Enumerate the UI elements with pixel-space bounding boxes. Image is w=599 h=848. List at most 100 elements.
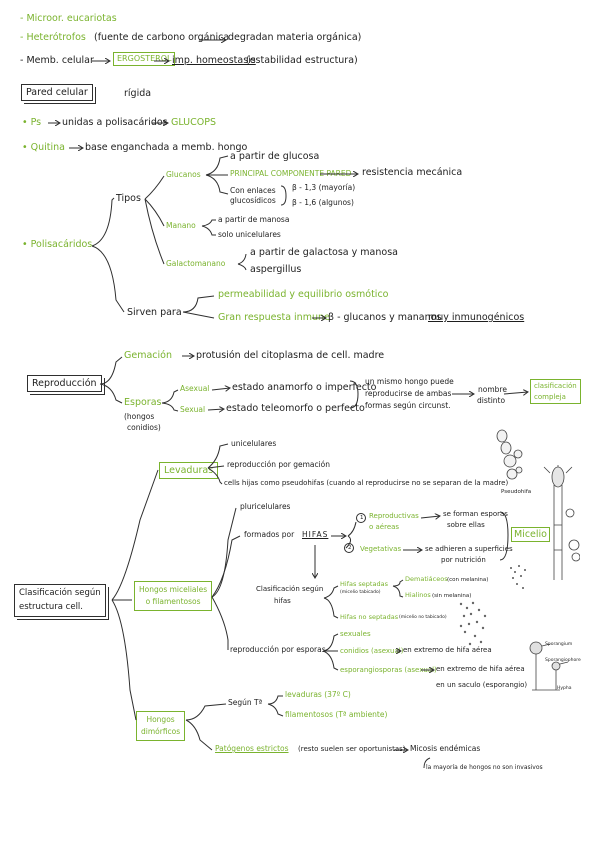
sexuales: sexuales xyxy=(340,630,371,638)
sexual-label: Sexual xyxy=(180,405,206,414)
dimorf-2: dimórficos xyxy=(141,727,181,736)
sirven-respuesta: Gran respuesta inmune xyxy=(218,312,330,323)
patogenos-txt: (resto suelen ser oportunistas) xyxy=(298,745,406,753)
galactomanano-2: aspergillus xyxy=(250,264,302,275)
patogenos-estrictos: Patógenos estrictos xyxy=(215,744,289,753)
asexual-label: Asexual xyxy=(180,384,210,393)
sirven-inmunogenicos: muy inmunogénicos xyxy=(428,312,525,323)
ergosterol-box: ERGOSTEROL xyxy=(113,52,176,66)
micosis-endemicas: Micosis endémicas xyxy=(410,744,481,753)
esporas-note-1: (hongos xyxy=(124,412,155,421)
esporas-label: Esporas xyxy=(124,397,162,408)
reproduccion-esporas: reproducción por esporas xyxy=(230,645,326,654)
pluricelulares: pluricelulares xyxy=(240,502,291,511)
ill-hypha: Hypha xyxy=(557,686,572,691)
intro-heterotrofos-detail: (fuente de carbono orgánica xyxy=(94,32,230,43)
ill-sporangium: Sporangium xyxy=(545,642,573,647)
manano-label: Manano xyxy=(166,221,196,230)
pseudohifa-illustration xyxy=(496,429,523,480)
quitina-text: base enganchada a memb. hongo xyxy=(85,142,248,153)
esporangio-txt-2: en un saculo (esporangio) xyxy=(436,681,528,689)
vegetativas-txt-2: por nutrición xyxy=(441,556,486,564)
sirven-para: Sirven para xyxy=(127,307,182,318)
conidios: conidios (asexual) xyxy=(340,647,404,655)
esporangio-txt-1: en extremo de hifa aérea xyxy=(436,665,525,673)
hialinos: Hialinos xyxy=(405,591,431,599)
glucanos-enlaces: Con enlaces xyxy=(230,186,276,195)
clasificacion-hifas-1: Clasificación según xyxy=(256,585,324,593)
reproductivas: Reproductivas xyxy=(369,512,419,520)
beta-16: β - 1,6 (algunos) xyxy=(292,198,354,207)
esporangiosporas: esporangiosporas (asexual) xyxy=(340,666,437,674)
vegetativas-txt-1: se adhieren a superficies xyxy=(425,545,513,553)
circle-num-2: 2 xyxy=(348,545,352,551)
hifas-no-septadas-sub: (micelio no tabicado) xyxy=(399,615,447,620)
mismo-3: formas según circunst. xyxy=(365,401,451,410)
intro-line-1: - Microor. eucariotas xyxy=(20,13,117,24)
hongos-mic-2: o filamentosos xyxy=(145,597,201,606)
galactomanano-1: a partir de galactosa y manosa xyxy=(250,247,398,258)
hongos-mic-1: Hongos miceliales xyxy=(139,585,208,594)
spore-cluster-large xyxy=(459,601,487,646)
dematiaceos: Dematiáceos xyxy=(405,575,448,583)
gemacion-label: Gemación xyxy=(124,350,172,361)
glucanos-resistencia: resistencia mecánica xyxy=(362,167,463,178)
intro-degradan: degradan materia orgánica) xyxy=(228,32,362,43)
clasif-2: compleja xyxy=(534,392,566,401)
esporas-note-2: conidios) xyxy=(127,423,161,432)
segun-temp: Según Tª xyxy=(228,698,263,707)
levaduras-37: levaduras (37º C) xyxy=(285,690,351,699)
intro-heterotrofos: - Heterótrofos xyxy=(20,32,86,43)
ill-sporangiophore: Sporangiophore xyxy=(545,658,581,663)
glucanos-1: a partir de glucosa xyxy=(230,151,320,162)
esporangio-illustration xyxy=(529,641,569,691)
clasif-1: clasificación xyxy=(534,382,577,390)
hifas-label: HIFAS xyxy=(302,530,329,539)
mismo-1: un mismo hongo puede xyxy=(365,377,454,386)
hifas-septadas: Hifas septadas xyxy=(340,580,388,588)
nombre-2: distinto xyxy=(477,396,506,405)
clasificacion-hifas-2: hifas xyxy=(274,597,291,605)
sirven-glucanos: β - glucanos y mananos xyxy=(328,312,442,323)
dematiaceos-sub: (con melanina) xyxy=(447,577,489,583)
circle-num-1: 1 xyxy=(360,515,364,521)
hifas-septadas-sub: (micelio tabicado) xyxy=(340,590,381,595)
pseudohifa-caption: Pseudohifa xyxy=(501,489,532,495)
lev-pseudohifas: cells hijas como pseudohifas (cuando al … xyxy=(224,479,509,487)
spore-cluster-small xyxy=(510,565,526,589)
reproductivas-txt-1: se forman esporas xyxy=(443,510,508,518)
clasif-title-2: estructura cell. xyxy=(19,601,83,612)
manano-1: a partir de manosa xyxy=(218,215,290,224)
asexual-text: estado anamorfo o imperfecto xyxy=(232,382,377,393)
gemacion-text: protusión del citoplasma de cell. madre xyxy=(196,350,385,361)
galactomanano-label: Galactomanano xyxy=(166,259,226,268)
micelio-box: Micelio xyxy=(511,527,550,543)
formados-por: formados por xyxy=(244,530,295,539)
o-aereas: o aéreas xyxy=(369,523,400,531)
manano-2: solo unicelulares xyxy=(218,230,281,239)
intro-homeostasis: imp. homeostasis xyxy=(172,55,256,66)
vegetativas: Vegetativas xyxy=(360,545,402,553)
hongos-dimorficos-box: Hongos dimórficos xyxy=(136,711,186,741)
sirven-permeabilidad: permeabilidad y equilibrio osmótico xyxy=(218,289,389,300)
hongos-miceliales-box: Hongos miceliales o filamentosos xyxy=(134,581,213,611)
levaduras-box: Levaduras xyxy=(159,462,219,480)
pared-celular-box: Pared celular xyxy=(21,84,93,102)
filamentosos-ambiente: filamentosos (Tª ambiente) xyxy=(285,710,388,719)
polisacaridos-label: • Polisacáridos xyxy=(22,239,93,250)
reproductivas-txt-2: sobre ellas xyxy=(447,521,485,529)
dimorf-1: Hongos xyxy=(146,715,175,724)
ps-text: unidas a polisacáridos xyxy=(62,117,168,128)
tipos-label: Tipos xyxy=(116,193,141,204)
mayoria-hongos: la mayoría de hongos no son invasivos xyxy=(426,764,543,771)
hifas-no-septadas: Hifas no septadas xyxy=(340,613,399,621)
mismo-2: reproducirse de ambas xyxy=(365,389,452,398)
glucops: GLUCOPS xyxy=(171,117,217,128)
ps-label: • Ps xyxy=(22,117,42,128)
clasif-title-1: Clasificación según xyxy=(19,588,101,598)
sexual-text: estado teleomorfo o perfecto xyxy=(226,403,365,414)
hifa-illustration xyxy=(543,465,580,580)
hialinos-sub: (sin melanina) xyxy=(432,593,472,599)
glucanos-principal: PRINCIPAL COMPONENTE PARED xyxy=(230,169,352,178)
